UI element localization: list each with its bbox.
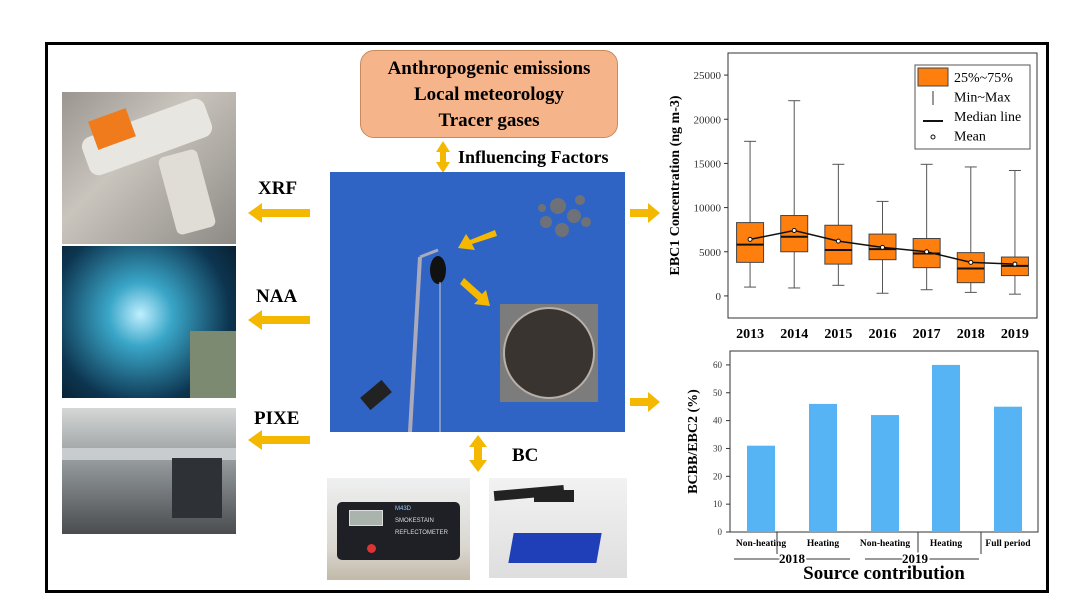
device-name-1: SMOKESTAIN xyxy=(395,518,434,524)
factor-line: Local meteorology xyxy=(413,84,565,105)
influencing-factors-box: Anthropogenic emissions Local meteorolog… xyxy=(360,50,618,138)
iqr-box xyxy=(780,215,809,253)
mean-point xyxy=(835,238,841,244)
y-tick-label: 25000 xyxy=(694,70,722,82)
x-tick-label: 2017 xyxy=(913,327,941,340)
mean-point xyxy=(1012,261,1018,267)
legend-label: 25%~75% xyxy=(954,71,1013,86)
xrf-label: XRF xyxy=(258,178,298,199)
sampler-illustration xyxy=(360,195,598,432)
naa-photo xyxy=(62,246,236,398)
arrow-right-barchart xyxy=(630,392,660,412)
iqr-box xyxy=(824,224,853,265)
y-tick-label: 10 xyxy=(713,499,723,509)
legend-label: Median line xyxy=(954,110,1021,125)
arrow-updown-factors xyxy=(436,141,450,173)
naa-label: NAA xyxy=(256,286,298,307)
x-tick-label: 2016 xyxy=(869,327,897,340)
arrow-left-pixe xyxy=(248,430,310,450)
legend-box-swatch xyxy=(917,67,949,87)
factor-line: Tracer gases xyxy=(438,110,540,131)
x-tick-label: 2019 xyxy=(1001,327,1029,340)
device-name-2: REFLECTOMETER xyxy=(395,530,448,536)
bar xyxy=(747,445,775,532)
aethalometer-photo xyxy=(489,478,627,578)
x-axis-label: Source contribution xyxy=(803,563,965,584)
bar xyxy=(932,364,960,532)
bar xyxy=(994,406,1022,532)
legend-label: Min~Max xyxy=(954,91,1011,106)
figure-frame xyxy=(45,42,1049,593)
group-label-2018: 2018 xyxy=(779,551,806,566)
y-tick-label: 30 xyxy=(713,443,723,453)
y-tick-label: 20000 xyxy=(694,114,722,126)
y-tick-label: 5000 xyxy=(699,247,722,259)
y-tick-label: 15000 xyxy=(694,158,722,170)
arrow-updown-bc xyxy=(469,435,487,472)
reflectometer-photo: M43D SMOKESTAIN REFLECTOMETER xyxy=(327,478,470,580)
y-axis-label: BCBB/EBC2 (%) xyxy=(686,389,701,494)
bar xyxy=(871,415,899,532)
mean-point xyxy=(924,249,930,255)
legend-mean-swatch xyxy=(930,134,936,140)
arrow-left-naa xyxy=(248,310,310,330)
mean-point xyxy=(747,236,753,242)
x-tick-label: 2018 xyxy=(957,327,985,340)
mean-point xyxy=(880,244,885,250)
mean-point xyxy=(968,259,974,265)
influencing-factors-label: Influencing Factors xyxy=(458,147,609,167)
legend-label: Mean xyxy=(954,130,986,145)
y-tick-label: 10000 xyxy=(694,203,722,215)
x-tick-label: Non-heating xyxy=(860,539,910,549)
x-tick-label: Full period xyxy=(985,539,1031,549)
y-tick-label: 20 xyxy=(713,471,723,481)
iqr-box xyxy=(736,222,765,263)
pixe-photo xyxy=(62,408,236,534)
pixe-label: PIXE xyxy=(254,408,300,429)
y-tick-label: 40 xyxy=(713,416,723,426)
mean-point xyxy=(791,228,797,234)
x-tick-label: Heating xyxy=(807,539,839,549)
y-tick-label: 0 xyxy=(718,527,723,537)
x-tick-label: 2014 xyxy=(780,327,808,340)
x-tick-label: Non-heating xyxy=(736,539,786,549)
y-axis-label: EBC1 Concentration (ng m-3) xyxy=(668,95,683,275)
x-tick-label: Heating xyxy=(930,539,962,549)
bc-label: BC xyxy=(512,445,539,466)
sampler-photo xyxy=(330,172,625,432)
bar xyxy=(809,403,837,532)
x-tick-label: 2015 xyxy=(824,327,852,340)
plot-area xyxy=(727,52,1038,319)
y-tick-label: 0 xyxy=(716,291,722,303)
arrow-left-xrf xyxy=(248,203,310,223)
group-label-2019: 2019 xyxy=(902,551,929,566)
y-tick-label: 50 xyxy=(713,388,723,398)
factor-line: Anthropogenic emissions xyxy=(387,58,591,79)
arrow-right-boxplot xyxy=(630,203,660,223)
device-brand: M43D xyxy=(395,506,412,512)
x-tick-label: 2013 xyxy=(736,327,764,340)
xrf-photo xyxy=(62,92,236,244)
y-tick-label: 60 xyxy=(713,360,723,370)
